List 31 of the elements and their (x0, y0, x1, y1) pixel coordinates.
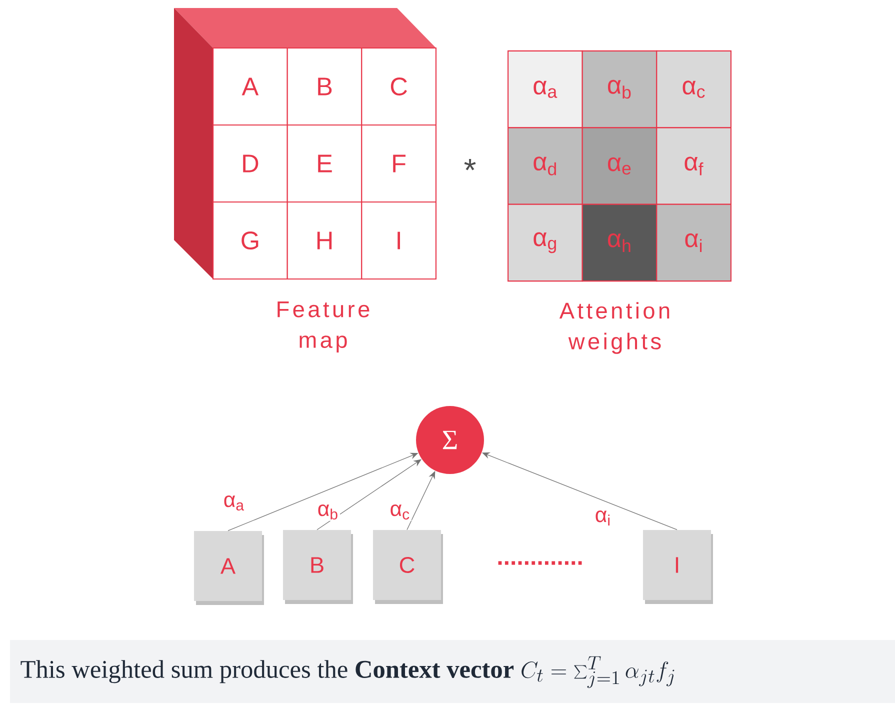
edge-label: α$_{b}$ (316, 503, 340, 521)
grid-cell: G (212, 201, 288, 280)
weight-cell: α$_{c}$ (656, 50, 732, 128)
grid-cell: H (286, 201, 362, 280)
grid-cell: A (212, 47, 288, 126)
weight-cell: α$_{e}$ (582, 127, 658, 205)
feature-box: C (373, 530, 443, 604)
caption-text: Attention weights (559, 302, 670, 354)
feature-box: A (194, 531, 264, 605)
caption-text: Feature map (278, 302, 370, 352)
ellipsis-dots: ............. (498, 561, 582, 565)
grid-cell: I (361, 201, 436, 280)
edge-label: α$_{c}$ (388, 503, 412, 521)
multiply-sign: * (464, 158, 476, 170)
weight-cell: α$_{g}$ (508, 204, 583, 282)
grid-cell: C (361, 47, 436, 126)
feature-box: I (643, 530, 713, 604)
weight-cell: α$_{b}$ (582, 50, 658, 128)
feature-box: B (283, 530, 353, 604)
weight-cell: α$_{d}$ (508, 127, 583, 205)
grid-cell: D (212, 124, 288, 203)
weight-cell: α$_{h}$ (582, 204, 658, 282)
grid-cell: F (361, 124, 436, 203)
grid-cell: E (286, 124, 362, 203)
caption-band: This weighted sum produces the Context vector $C_t = \sum_{j=1}^{T} \alpha_{jt} f_j$ (10, 640, 895, 703)
weight-cell: α$_{a}$ (508, 50, 583, 128)
weight-cell: α$_{i}$ (656, 204, 732, 282)
grid-cell: B (286, 47, 362, 126)
edge-label: α$_{a}$ (222, 494, 246, 512)
weight-cell: α$_{f}$ (656, 127, 732, 205)
edge-label: α$_{i}$ (594, 509, 612, 527)
